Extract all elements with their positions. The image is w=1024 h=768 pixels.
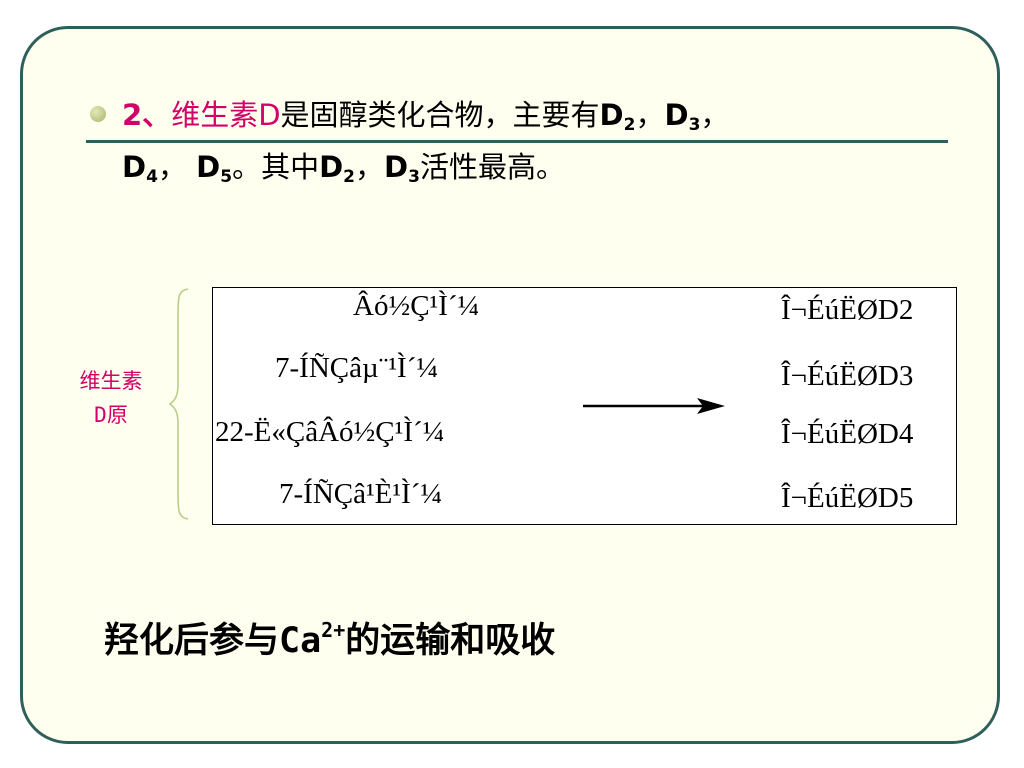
heading-text: 2、维生素D是固醇类化合物，主要有D2，D3， D4， D5。其中D2，D3活性… [122, 88, 952, 194]
heading-mid: 。其中 [232, 150, 320, 184]
title-divider [86, 140, 948, 143]
table-left-cell: 7-ÍÑÇâµ¨¹Ì´¼ [275, 352, 439, 384]
footer-superscript: 2+ [321, 618, 346, 642]
vitamin-d5: D [196, 150, 221, 184]
table-right-cell: Î¬ÉúËØD4 [781, 418, 914, 450]
side-label-line-1: 维生素 [79, 369, 143, 393]
comma: ， [157, 150, 197, 184]
vitamin-d3: D [664, 98, 689, 132]
footer-tail: 的运输和吸收 [345, 621, 556, 661]
table-right-cell: Î¬ÉúËØD3 [781, 360, 914, 392]
table-right-cell: Î¬ÉúËØD5 [781, 482, 914, 514]
provitamin-table: Âó½Ç¹Ì´¼ 7-ÍÑÇâµ¨¹Ì´¼ 22-Ë«ÇâÂó½Ç¹Ì´¼ 7-… [212, 287, 957, 525]
table-left-cell: Âó½Ç¹Ì´¼ [353, 290, 480, 322]
bullet-dot [90, 106, 106, 122]
sub-3: 3 [408, 167, 420, 187]
table-left-cell: 7-ÍÑÇâ¹È¹Ì´¼ [279, 478, 443, 510]
vitamin-d3-active: D [384, 150, 409, 184]
side-label: 维生素 D原 [56, 364, 166, 432]
comma: ， [355, 150, 385, 184]
comma: ， [700, 98, 730, 132]
table-left-cell: 22-Ë«ÇâÂó½Ç¹Ì´¼ [215, 416, 445, 448]
footer-main: 羟化后参与Ca [104, 621, 322, 661]
sub-2: 2 [623, 115, 636, 135]
vitamin-d2: D [599, 98, 624, 132]
heading-number: 2、 [122, 98, 172, 132]
heading-line-1: 2、维生素D是固醇类化合物，主要有D2，D3， [122, 88, 952, 140]
vitamin-d2-active: D [319, 150, 344, 184]
comma: ， [635, 98, 665, 132]
heading-line-2: D4， D5。其中D2，D3活性最高。 [122, 140, 952, 194]
table-right-cell: Î¬ÉúËØD2 [781, 294, 914, 326]
sub-2: 2 [343, 167, 355, 187]
curly-brace [168, 288, 189, 520]
arrow-right-icon [583, 398, 725, 414]
heading-term: 维生素D [171, 98, 281, 132]
side-label-line-2: D原 [94, 403, 128, 427]
sub-5: 5 [220, 167, 233, 187]
sub-3: 3 [688, 115, 701, 135]
heading-tail: 活性最高。 [419, 150, 565, 184]
heading-rest: 是固醇类化合物，主要有 [280, 98, 600, 132]
vitamin-d4: D [122, 150, 147, 184]
sub-4: 4 [146, 167, 158, 187]
footer-text: 羟化后参与Ca2+的运输和吸收 [104, 612, 555, 663]
